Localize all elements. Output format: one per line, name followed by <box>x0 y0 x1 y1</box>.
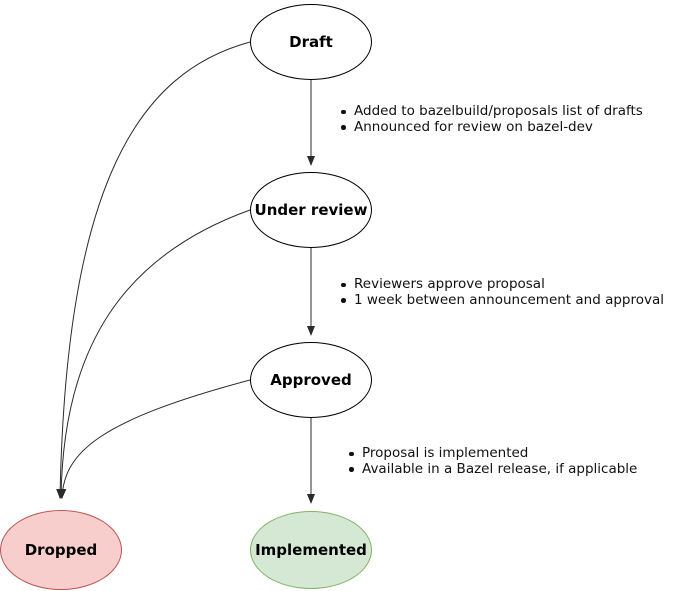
annotation-item: 1 week between announcement and approval <box>338 292 664 309</box>
annotation-item: Proposal is implemented <box>346 445 637 462</box>
annotation-item: Added to bazelbuild/proposals list of dr… <box>338 103 643 120</box>
annotation-item: Announced for review on bazel-dev <box>338 119 643 136</box>
edge-draft-to-dropped <box>56 41 251 499</box>
node-approved: Approved <box>250 342 372 418</box>
annotation-item: Available in a Bazel release, if applica… <box>346 461 637 478</box>
node-under-review: Under review <box>250 172 372 248</box>
node-draft: Draft <box>250 4 372 80</box>
node-under-review-label: Under review <box>254 201 368 219</box>
node-draft-label: Draft <box>289 33 333 51</box>
edge-under-review-to-dropped <box>57 209 251 499</box>
edge-approved-to-dropped <box>58 379 251 499</box>
annotation-item: Reviewers approve proposal <box>338 276 664 293</box>
annotation-approved-to-implemented: Proposal is implemented Available in a B… <box>346 445 637 478</box>
node-approved-label: Approved <box>270 371 352 389</box>
node-dropped: Dropped <box>0 510 122 590</box>
node-implemented-label: Implemented <box>255 541 367 559</box>
node-implemented: Implemented <box>250 511 372 589</box>
annotation-review-to-approved: Reviewers approve proposal 1 week betwee… <box>338 276 664 309</box>
node-dropped-label: Dropped <box>24 541 98 559</box>
annotation-draft-to-review: Added to bazelbuild/proposals list of dr… <box>338 103 643 136</box>
